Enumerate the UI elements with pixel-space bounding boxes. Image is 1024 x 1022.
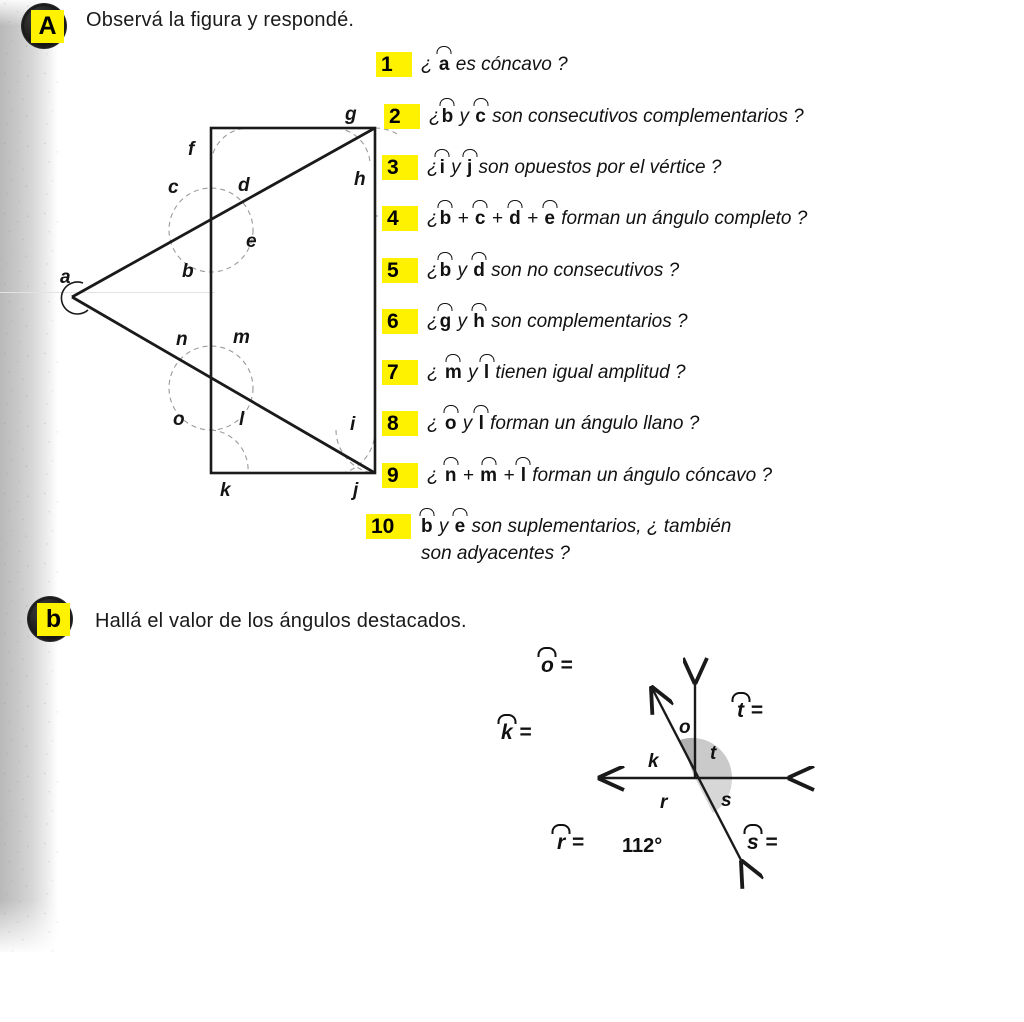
section-a-letter: A <box>31 10 64 43</box>
question-row-1[interactable]: 1 ¿ a es cóncavo ? <box>376 52 568 77</box>
question-number-7: 7 <box>382 360 418 385</box>
question-text-10: b y e son suplementarios, ¿ también <box>421 516 732 537</box>
answer-equals-o: = <box>560 654 573 677</box>
figure-label-a: a <box>60 267 71 288</box>
diagonal-lower <box>71 295 376 475</box>
question-number-3: 3 <box>382 155 418 180</box>
answer-equals-r: = <box>572 831 585 854</box>
question-text-8: ¿ o y l forman un ángulo llano ? <box>427 413 700 434</box>
figure-label-m: m <box>233 327 250 348</box>
question-text-7: ¿ m y l tienen igual amplitud ? <box>427 362 686 383</box>
figure-b-diagram: o k t r s <box>470 640 850 890</box>
question-row-8[interactable]: 8 ¿ o y l forman un ángulo llano ? <box>382 411 699 436</box>
figure-b-label-t: t <box>710 743 717 764</box>
figure-a-diagram: a b c d e f g h i j k l m n o <box>40 100 420 510</box>
figure-label-c: c <box>168 177 179 198</box>
figure-label-k: k <box>220 480 231 501</box>
question-number-5: 5 <box>382 258 418 283</box>
answer-blank-o[interactable]: o = <box>540 655 573 676</box>
question-number-2: 2 <box>384 104 420 129</box>
angle-arc-j <box>338 429 376 475</box>
angle-arc-f <box>210 127 250 163</box>
question-text-9: ¿ n + m + l forman un ángulo cóncavo ? <box>427 465 773 486</box>
section-b-badge: b <box>28 597 74 643</box>
question-number-6: 6 <box>382 309 418 334</box>
question-number-8: 8 <box>382 411 418 436</box>
figure-b-label-o: o <box>679 717 691 738</box>
answer-equals-s: = <box>765 831 778 854</box>
answer-symbol-o: o <box>541 654 554 677</box>
question-text-6: ¿g y h son complementarios ? <box>427 311 688 332</box>
question-text-4: ¿b + c + d + e forman un ángulo completo… <box>427 208 808 229</box>
angle-arc-a <box>60 281 89 315</box>
section-b-title: Hallá el valor de los ángulos destacados… <box>95 610 467 632</box>
question-number-10: 10 <box>366 514 411 539</box>
answer-blank-k[interactable]: k = <box>500 722 532 743</box>
question-row-4[interactable]: 4 ¿b + c + d + e forman un ángulo comple… <box>382 206 807 231</box>
question-row-2[interactable]: 2 ¿b y c son consecutivos complementario… <box>384 104 804 129</box>
question-row-9[interactable]: 9 ¿ n + m + l forman un ángulo cóncavo ? <box>382 463 772 488</box>
figure-label-n: n <box>176 329 188 350</box>
question-text-10-continuation: son adyacentes ? <box>421 543 570 564</box>
answer-blank-s[interactable]: s = <box>746 832 778 853</box>
figure-label-j: j <box>353 480 359 501</box>
figure-b-label-k: k <box>648 751 659 772</box>
figure-b-label-s: s <box>721 790 732 811</box>
question-row-3[interactable]: 3 ¿i y j son opuestos por el vértice ? <box>382 155 721 180</box>
figure-label-h: h <box>354 169 366 190</box>
diagonal-upper <box>71 126 376 299</box>
section-a-title: Observá la figura y respondé. <box>86 9 355 31</box>
section-b-letter: b <box>37 603 70 636</box>
figure-label-b: b <box>182 261 194 282</box>
figure-label-g: g <box>345 104 357 125</box>
answer-symbol-t: t <box>737 699 744 722</box>
question-number-1: 1 <box>376 52 412 77</box>
question-row-5[interactable]: 5 ¿b y d son no consecutivos ? <box>382 258 679 283</box>
question-row-7[interactable]: 7 ¿ m y l tienen igual amplitud ? <box>382 360 686 385</box>
rectangle-outline <box>209 126 377 475</box>
figure-b-svg <box>470 640 850 890</box>
figure-label-e: e <box>246 231 257 252</box>
figure-label-o: o <box>173 409 185 430</box>
answer-blank-r[interactable]: r = <box>556 832 584 853</box>
angle-arc-g <box>336 127 371 163</box>
answer-symbol-r: r <box>557 831 566 854</box>
question-number-9: 9 <box>382 463 418 488</box>
figure-label-f: f <box>188 139 195 160</box>
question-text-5: ¿b y d son no consecutivos ? <box>427 260 680 281</box>
question-number-4: 4 <box>382 206 418 231</box>
question-row-6[interactable]: 6 ¿g y h son complementarios ? <box>382 309 688 334</box>
figure-label-d: d <box>238 175 250 196</box>
figure-b-label-r: r <box>660 792 668 813</box>
question-text-3: ¿i y j son opuestos por el vértice ? <box>427 157 722 178</box>
section-a-badge: A <box>22 4 68 50</box>
figure-a-svg <box>60 126 420 475</box>
question-text-1: ¿ a es cóncavo ? <box>421 54 568 75</box>
answer-symbol-s: s <box>747 831 759 854</box>
question-text-2: ¿b y c son consecutivos complementarios … <box>429 106 804 127</box>
line-oblique <box>652 688 742 862</box>
given-angle-value: 112° <box>622 835 663 857</box>
answer-symbol-k: k <box>501 721 513 744</box>
angle-arc-k <box>210 429 249 474</box>
answer-blank-t[interactable]: t = <box>736 700 763 721</box>
answer-equals-t: = <box>750 699 764 722</box>
figure-label-l: l <box>239 409 245 430</box>
answer-equals-k: = <box>519 721 532 744</box>
question-row-10[interactable]: 10 b y e son suplementarios, ¿ también <box>366 514 731 539</box>
figure-label-i: i <box>350 414 356 435</box>
